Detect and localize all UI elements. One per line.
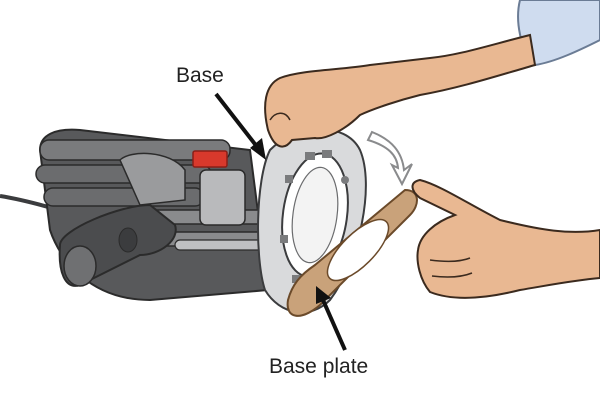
- base-label: Base: [176, 64, 224, 87]
- base-pointer-arrow: [214, 92, 266, 160]
- lower-hand: [411, 178, 600, 299]
- base-plate: [286, 188, 418, 317]
- base-plate-label: Base plate: [269, 355, 369, 378]
- depth-mechanism: [119, 152, 281, 251]
- base-plate-pointer-arrow: [316, 286, 347, 351]
- power-switch: [192, 150, 228, 168]
- upper-hand: [264, 0, 600, 148]
- rotation-arrow: [366, 130, 413, 187]
- side-handle: [58, 203, 177, 287]
